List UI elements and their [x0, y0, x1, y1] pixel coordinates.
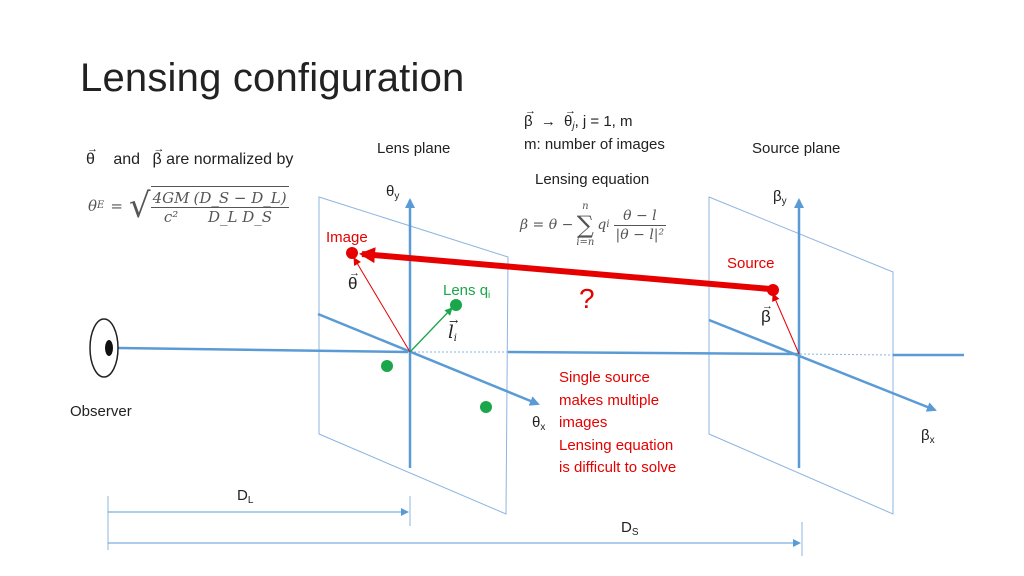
beta-vector — [772, 293, 800, 355]
note-line: makes multiple — [559, 391, 660, 409]
source-label: Source — [727, 255, 775, 272]
theta-symbol: θ — [86, 140, 98, 169]
lens-plane-label: Lens plane — [377, 140, 451, 157]
optical-axis-source-dashed — [799, 353, 894, 356]
lens-eq-fraction: θ − l |θ − l|² — [613, 207, 667, 243]
source-plane-label: Source plane — [752, 140, 841, 157]
note-line: Lensing equation — [559, 436, 674, 454]
beta-vector-label: β — [761, 297, 773, 326]
sqrt-symbol: √ — [128, 186, 151, 226]
sum-symbol: n ∑ i=n — [576, 201, 595, 248]
note-line: is difficult to solve — [559, 459, 677, 476]
lens-point — [480, 401, 492, 413]
lens-vector-label: li — [448, 313, 458, 348]
image-point — [346, 247, 358, 259]
lens-point — [450, 299, 462, 311]
lensing-equation-label: Lensing equation — [535, 171, 650, 188]
fraction-2: (D_S − D_L) D_L D_S — [191, 189, 289, 226]
optical-axis-lens-to-source — [507, 350, 799, 356]
observer-pupil — [105, 340, 113, 356]
lens-label: Lens qi — [443, 282, 491, 301]
note-line: Single source — [559, 369, 650, 386]
observer-eye-icon — [89, 318, 119, 378]
beta-symbol: β — [153, 140, 165, 169]
image-label: Image — [326, 229, 368, 246]
lens-vector — [409, 307, 453, 353]
lens-point — [381, 360, 393, 372]
observer-label: Observer — [70, 403, 132, 420]
lensing-ray — [359, 247, 771, 292]
beta-y-label: βy — [773, 188, 787, 207]
sqrt-body: 4GM c² (D_S − D_L) D_L D_S — [150, 186, 289, 226]
mapping-note-line2: m: number of images — [524, 136, 665, 153]
beta-x-axis — [708, 318, 937, 412]
single-source-note: Single source makes multiple images Lens… — [559, 367, 729, 480]
note-line: images — [559, 414, 608, 431]
d-s-label: DS — [621, 519, 639, 538]
theta-y-label: θy — [386, 183, 400, 202]
question-mark: ? — [579, 283, 595, 314]
source-plane — [708, 196, 894, 515]
theta-vector — [353, 257, 411, 353]
page-title: Lensing configuration — [80, 56, 465, 100]
theta-x-label: θx — [532, 414, 546, 433]
normalization-note: θ and β are normalized by — [86, 140, 293, 169]
theta-vector-label: θ — [348, 264, 361, 293]
theta-x-axis — [317, 312, 540, 406]
mapping-note: β → θj, j = 1, m — [524, 102, 633, 136]
optical-axis-observer-to-lens — [117, 346, 409, 354]
fraction-1: 4GM c² — [150, 189, 192, 226]
d-l-label: DL — [237, 487, 254, 506]
beta-x-label: βx — [921, 427, 935, 446]
lens-plane — [318, 196, 509, 515]
source-point — [767, 284, 779, 296]
